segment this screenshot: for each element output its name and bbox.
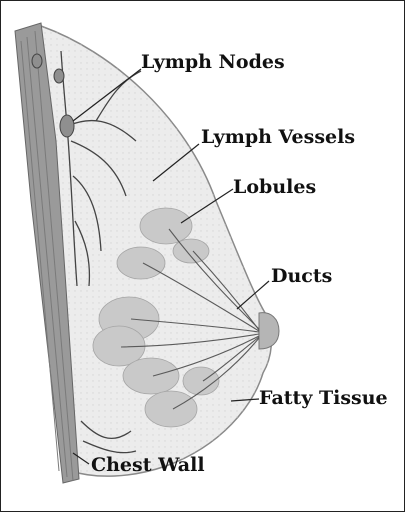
label-fatty-tissue: Fatty Tissue [259, 389, 388, 408]
label-lymph-vessels: Lymph Vessels [201, 128, 355, 147]
nipple [259, 313, 279, 349]
label-lymph-nodes: Lymph Nodes [141, 53, 285, 72]
label-lobules: Lobules [233, 178, 316, 197]
lymph-node [60, 115, 74, 137]
label-ducts: Ducts [271, 267, 332, 286]
label-chest-wall: Chest Wall [91, 456, 205, 475]
lymph-node [54, 69, 64, 83]
lymph-node [32, 54, 42, 68]
